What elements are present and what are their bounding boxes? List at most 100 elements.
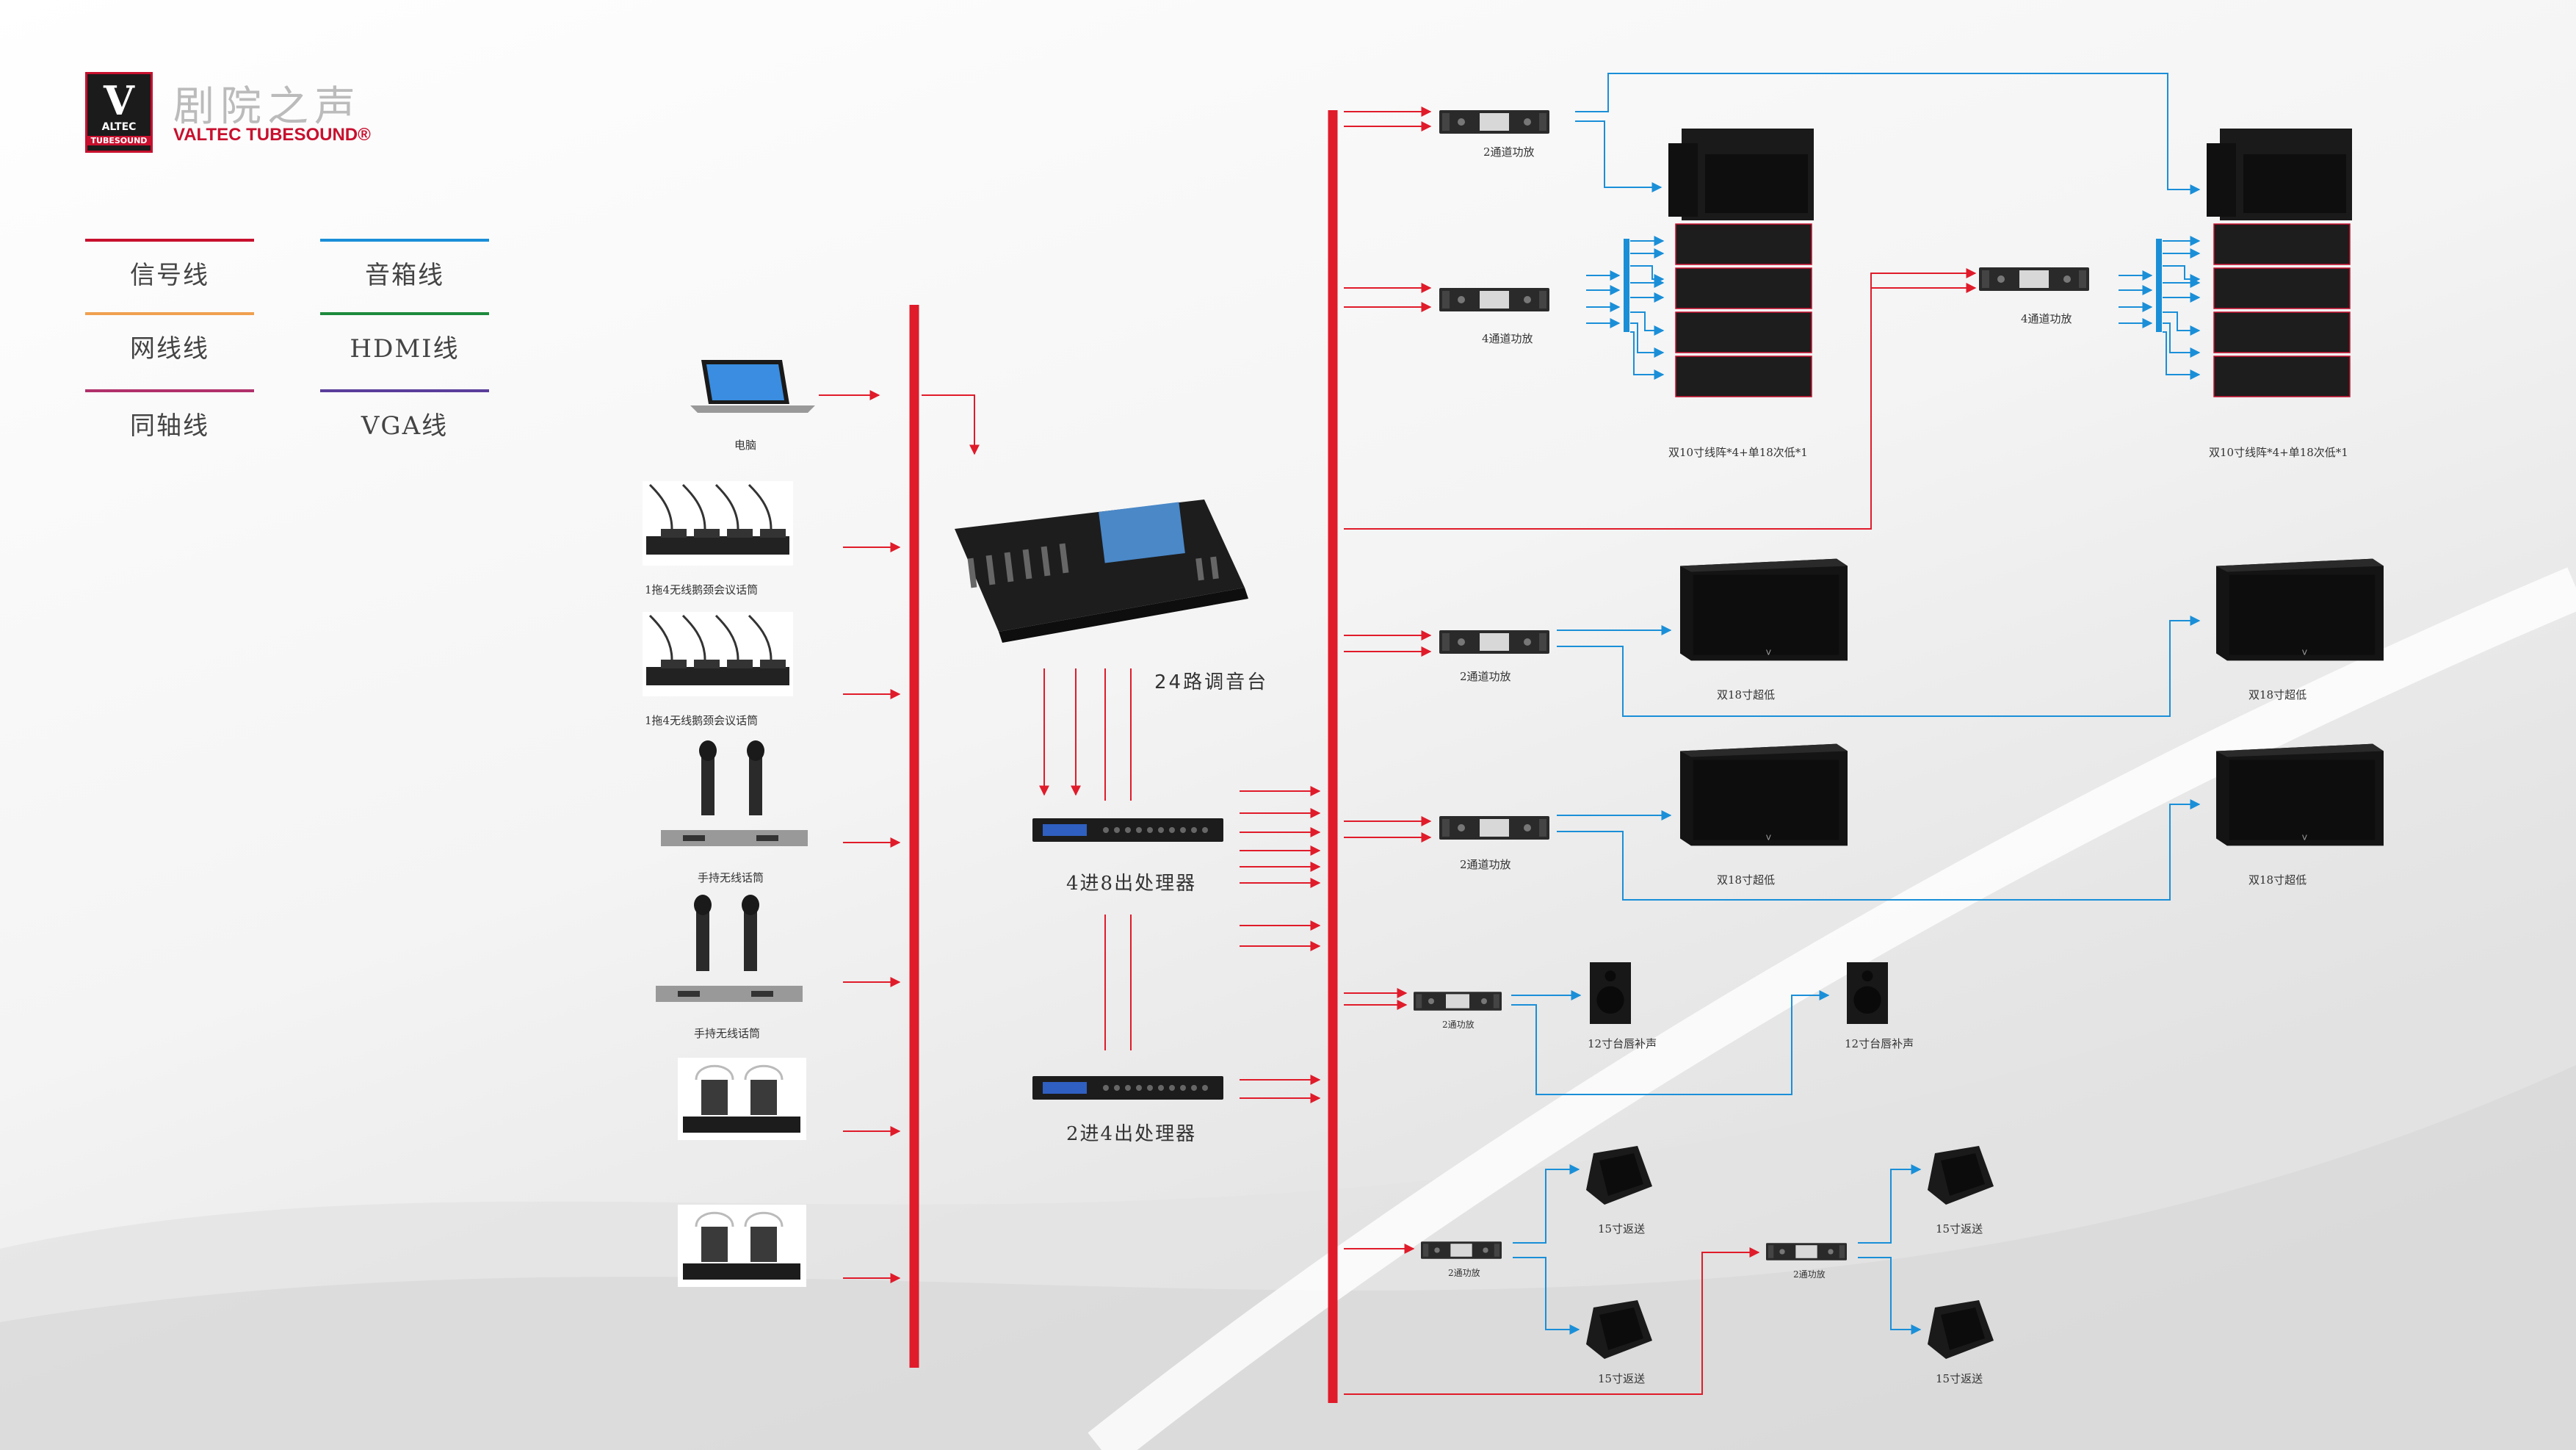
line-array-right-icon xyxy=(2207,129,2353,397)
legend-label: HDMI线 xyxy=(350,334,460,364)
conference-mic-icon xyxy=(643,612,793,696)
computer-label: 电脑 xyxy=(734,439,757,452)
speaker-line xyxy=(1511,990,1830,1095)
legend-item-vga: VGA线 xyxy=(320,389,489,470)
legend-item-speaker: 音箱线 xyxy=(320,239,489,320)
subwoofer-icon xyxy=(1680,558,1848,661)
amp-4ch-right-icon xyxy=(1979,267,2089,291)
amp-label: 2通功放 xyxy=(1793,1269,1826,1280)
handheld-mic-icon xyxy=(661,740,808,846)
speaker-line xyxy=(1557,616,2201,717)
line-array-left-icon xyxy=(1668,129,1815,397)
amp-label: 4通道功放 xyxy=(2021,312,2072,325)
speaker-line xyxy=(1557,799,2201,901)
monitor-label: 15寸返送 xyxy=(1598,1222,1646,1236)
stage-lip-label: 12寸台唇补声 xyxy=(1845,1037,1914,1050)
handheld-mic-label: 手持无线话筒 xyxy=(698,871,764,884)
stage-lip-speaker-icon xyxy=(1847,962,1888,1024)
headset-mic-icon xyxy=(678,1205,806,1287)
legend-swatch xyxy=(320,239,489,242)
stage-monitor-icon xyxy=(1586,1300,1652,1359)
legend-label: 信号线 xyxy=(130,261,209,290)
brand-mark-line1: ALTEC xyxy=(101,121,137,133)
signal-line xyxy=(1344,1247,1760,1395)
brand-cn-name: 剧院之声 xyxy=(173,83,361,131)
amp-4ch-left-icon xyxy=(1439,288,1549,311)
stage-monitor-icon xyxy=(1586,1146,1652,1205)
legend-swatch xyxy=(320,389,489,392)
subwoofer-icon xyxy=(1680,743,1848,846)
subwoofer-icon xyxy=(2216,558,2384,661)
amp-sub-1-icon xyxy=(1439,630,1549,654)
amp-side-icon xyxy=(1414,992,1502,1011)
brand-logo: V ALTEC TUBESOUND 剧院之声 VALTEC TUBESOUND® xyxy=(85,72,401,153)
signal-line xyxy=(1344,268,1977,530)
conference-mic-label: 1拖4无线鹅颈会议话筒 xyxy=(645,583,759,596)
speaker-line xyxy=(1513,1257,1580,1335)
brand-en-name: VALTEC TUBESOUND® xyxy=(173,125,371,145)
subwoofer-label: 双18寸超低 xyxy=(2248,873,2307,887)
amp-label: 2通功放 xyxy=(1448,1268,1480,1278)
line-array-label: 双10寸线阵*4+单18次低*1 xyxy=(2209,446,2348,459)
amp-mon-2-icon xyxy=(1766,1243,1847,1260)
speaker-line xyxy=(1858,1257,1922,1335)
amp-sub-2-icon xyxy=(1439,816,1549,840)
monitor-label: 15寸返送 xyxy=(1598,1372,1646,1385)
amp-label: 4通道功放 xyxy=(1482,332,1533,345)
stage-monitor-icon xyxy=(1928,1146,1994,1205)
brand-mark-line2: TUBESOUND xyxy=(87,136,151,145)
monitor-label: 15寸返送 xyxy=(1936,1222,1983,1236)
amp-2ch-top-icon xyxy=(1439,110,1549,134)
stage-lip-label: 12寸台唇补声 xyxy=(1588,1037,1657,1050)
amp-label: 2通道功放 xyxy=(1460,670,1511,683)
processor-2x4-label: 2进4出处理器 xyxy=(1066,1123,1197,1145)
conference-mic-icon xyxy=(643,481,793,566)
speaker-lines-left-array xyxy=(1586,236,1665,380)
handheld-mic-label: 手持无线话筒 xyxy=(694,1027,761,1040)
mixer-console-icon xyxy=(955,499,1248,643)
processor-4x8-label: 4进8出处理器 xyxy=(1066,873,1197,895)
subwoofer-label: 双18寸超低 xyxy=(1717,873,1776,887)
proc-4x8-outputs xyxy=(1240,786,1321,1103)
line-array-label: 双10寸线阵*4+单18次低*1 xyxy=(1668,446,1808,459)
speaker-line xyxy=(1513,1164,1580,1244)
legend-label: 音箱线 xyxy=(365,261,444,290)
processor-2x4-icon xyxy=(1032,1076,1223,1100)
signal-line xyxy=(922,394,980,455)
amp-mon-1-icon xyxy=(1421,1241,1502,1259)
legend-item-signal: 信号线 xyxy=(85,239,254,320)
headset-mic-icon xyxy=(678,1058,806,1140)
speaker-line xyxy=(1575,73,2201,195)
speaker-line xyxy=(1575,120,1663,192)
handheld-mic-icon xyxy=(656,895,803,1002)
stage-monitor-icon xyxy=(1928,1300,1994,1359)
processor-4x8-icon xyxy=(1032,818,1223,842)
speaker-lines-right-array xyxy=(2119,236,2201,380)
subwoofer-label: 双18寸超低 xyxy=(1717,688,1776,701)
brand-mark-letter: V xyxy=(104,77,134,124)
legend-label: 同轴线 xyxy=(130,411,209,441)
amp-label: 2通功放 xyxy=(1442,1020,1475,1030)
legend-swatch xyxy=(85,389,254,392)
laptop-icon xyxy=(690,360,815,413)
monitor-label: 15寸返送 xyxy=(1936,1372,1983,1385)
stage-lip-speaker-icon xyxy=(1590,962,1631,1024)
speaker-line xyxy=(1858,1164,1922,1244)
legend-label: VGA线 xyxy=(361,411,449,441)
mixer-label: 24路调音台 xyxy=(1154,671,1269,693)
subwoofer-label: 双18寸超低 xyxy=(2248,688,2307,701)
legend-swatch xyxy=(85,239,254,242)
conference-mic-label: 1拖4无线鹅颈会议话筒 xyxy=(645,714,759,727)
legend-swatch xyxy=(320,312,489,315)
subwoofer-icon xyxy=(2216,743,2384,846)
legend-item-coax: 同轴线 xyxy=(85,389,254,470)
amp-label: 2通道功放 xyxy=(1460,858,1511,871)
legend-item-network: 网线线 xyxy=(85,312,254,393)
amp-label: 2通道功放 xyxy=(1483,145,1535,159)
legend-item-hdmi: HDMI线 xyxy=(320,312,489,393)
legend-label: 网线线 xyxy=(130,334,209,364)
brand-mark: V ALTEC TUBESOUND xyxy=(85,72,153,153)
legend-swatch xyxy=(85,312,254,315)
